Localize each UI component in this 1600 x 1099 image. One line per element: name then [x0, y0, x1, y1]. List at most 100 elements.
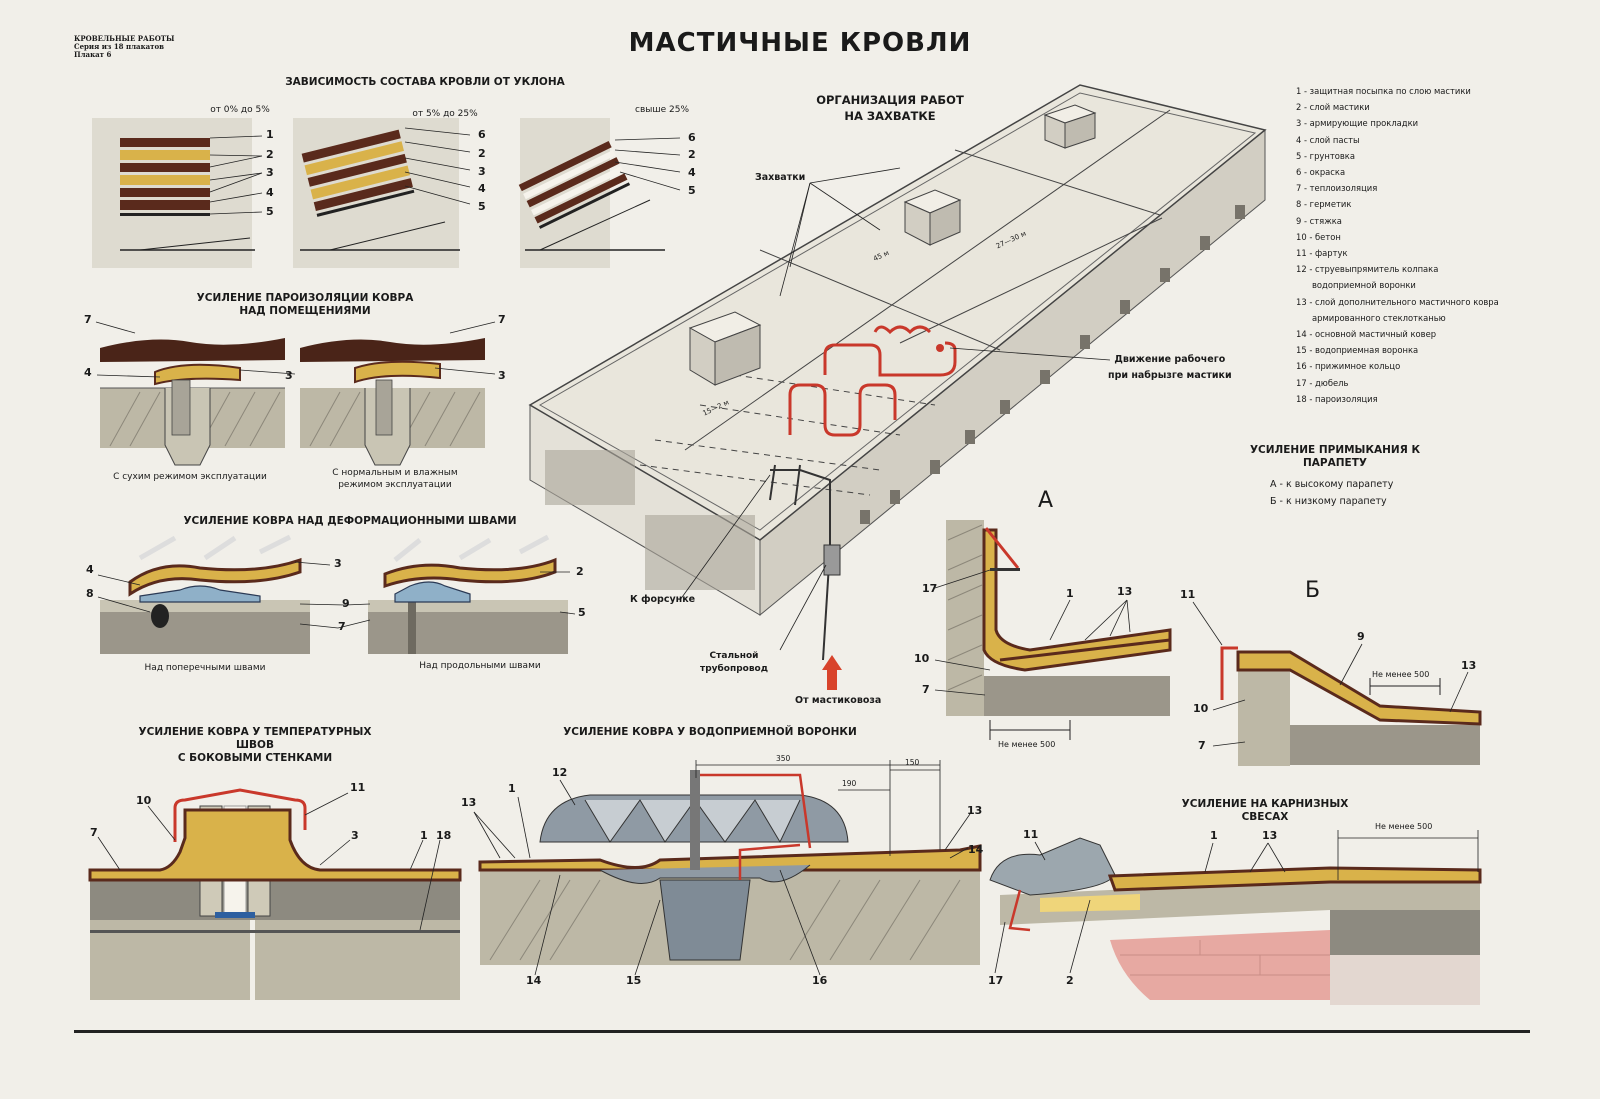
slope-a-label-2: 2 — [266, 148, 274, 161]
legend-item: 13 - слой дополнительного мастичного ков… — [1296, 296, 1499, 307]
legend-item: 1 - защитная посыпка по слою мастики — [1296, 86, 1471, 96]
legend-item: 14 - основной мастичный ковер — [1296, 329, 1437, 340]
deform-label-2: 2 — [576, 565, 584, 578]
bottom-rule — [74, 1030, 1530, 1033]
legend-item: 9 - стяжка — [1296, 215, 1342, 226]
temp-title-line-1: УСИЛЕНИЕ КОВРА У ТЕМПЕРАТУРНЫХ ШВОВ — [138, 726, 372, 751]
legend: 1 - защитная посыпка по слою мастики 2 -… — [1296, 83, 1499, 407]
vapor-title-line-2: НАД ПОМЕЩЕНИЯМИ — [239, 305, 371, 317]
vapor-caption-wet-line-1: С нормальным и влажным — [332, 468, 458, 478]
temp-label-11: 11 — [350, 781, 366, 794]
eaves-label-2: 2 — [1066, 974, 1074, 987]
legend-item: 11 - фартук — [1296, 248, 1348, 259]
slope-b-label-3: 3 — [478, 165, 486, 178]
funnel-label-13-left: 13 — [461, 796, 477, 809]
slope-c-label-5: 5 — [688, 184, 696, 197]
legend-item: 6 - окраска — [1296, 167, 1346, 178]
funnel-label-14-right: 14 — [968, 843, 984, 856]
temp-label-10: 10 — [136, 794, 152, 807]
org-title-line-1: ОРГАНИЗАЦИЯ РАБОТ — [816, 93, 964, 107]
parapet-b-label-11: 11 — [1180, 588, 1196, 601]
slope-c-label-6: 6 — [688, 131, 696, 144]
deform-caption-cross: Над поперечными швами — [144, 663, 266, 673]
vapor-caption-wet: С нормальным и влажным режимом эксплуата… — [305, 467, 485, 491]
org-title-line-2: НА ЗАХВАТКЕ — [844, 109, 936, 123]
slope-b-label-4: 4 — [478, 182, 486, 195]
deform-label-5: 5 — [578, 606, 586, 619]
parapet-b-label-7: 7 — [1198, 739, 1206, 752]
temp-label-1: 1 — [420, 829, 428, 842]
parapet-a-label-1: 1 — [1066, 587, 1074, 600]
slope-c-label-4: 4 — [688, 166, 696, 179]
temp-label-18: 18 — [436, 829, 452, 842]
temp-section-title: УСИЛЕНИЕ КОВРА У ТЕМПЕРАТУРНЫХ ШВОВ С БО… — [120, 726, 390, 765]
legend-item: 4 - слой пасты — [1296, 134, 1360, 145]
parapet-b-label-10: 10 — [1193, 702, 1209, 715]
pipe-label-line-1: Стальной — [709, 651, 759, 661]
parapet-legend: А - к высокому парапету Б - к низкому па… — [1270, 476, 1393, 510]
legend-item: 2 - слой мастики — [1296, 102, 1370, 113]
funnel-label-15: 15 — [626, 974, 642, 987]
deform-caption-long: Над продольными швами — [419, 661, 541, 671]
slope-c-label-2: 2 — [688, 148, 696, 161]
eaves-label-1: 1 — [1210, 829, 1218, 842]
pipe-label: Стальной трубопровод — [700, 650, 768, 676]
eaves-dimension: Не менее 500 — [1375, 822, 1433, 831]
funnel-label-16: 16 — [812, 974, 828, 987]
parapet-letter-b: Б — [1305, 578, 1321, 603]
parapet-a-label-17: 17 — [922, 582, 938, 595]
funnel-label-1: 1 — [508, 782, 516, 795]
slope-a-label-3: 3 — [266, 166, 274, 179]
eaves-label-17: 17 — [988, 974, 1004, 987]
deform-section-title: УСИЛЕНИЕ КОВРА НАД ДЕФОРМАЦИОННЫМИ ШВАМИ — [183, 515, 517, 527]
legend-item: 3 - армирующие прокладки — [1296, 118, 1419, 129]
legend-item: 17 - дюбель — [1296, 377, 1349, 388]
legend-item: армированного стеклотканью — [1312, 312, 1446, 323]
legend-item: 15 - водоприемная воронка — [1296, 345, 1419, 356]
vapor-label-7-right: 7 — [498, 313, 506, 326]
org-section-title: ОРГАНИЗАЦИЯ РАБОТ НА ЗАХВАТКЕ — [790, 92, 990, 124]
vapor-caption-wet-line-2: режимом эксплуатации — [338, 480, 452, 490]
vapor-section-title: УСИЛЕНИЕ ПАРОИЗОЛЯЦИИ КОВРА НАД ПОМЕЩЕНИ… — [175, 292, 435, 318]
worker-motion-label: Движение рабочего при набрызге мастики — [1108, 352, 1232, 384]
slope-section-title: ЗАВИСИМОСТЬ СОСТАВА КРОВЛИ ОТ УКЛОНА — [285, 76, 565, 88]
parapet-legend-b: Б - к низкому парапету — [1270, 496, 1387, 507]
deform-label-7: 7 — [338, 620, 346, 633]
vapor-title-line-1: УСИЛЕНИЕ ПАРОИЗОЛЯЦИИ КОВРА — [196, 292, 414, 304]
page-title: МАСТИЧНЫЕ КРОВЛИ — [628, 28, 972, 58]
slope-b-label-2: 2 — [478, 147, 486, 160]
worker-motion-line-1: Движение рабочего — [1114, 354, 1226, 365]
slope-a-label-5: 5 — [266, 205, 274, 218]
eaves-section-title: УСИЛЕНИЕ НА КАРНИЗНЫХ СВЕСАХ — [1181, 798, 1349, 823]
vapor-label-3-right: 3 — [498, 369, 506, 382]
parapet-b-label-13: 13 — [1461, 659, 1477, 672]
legend-item: 18 - пароизоляция — [1296, 393, 1378, 404]
funnel-label-13-right: 13 — [967, 804, 983, 817]
parapet-b-label-9: 9 — [1357, 630, 1365, 643]
temp-title-line-2: С БОКОВЫМИ СТЕНКАМИ — [177, 752, 333, 764]
parapet-a-label-13: 13 — [1117, 585, 1133, 598]
parapet-a-label-7: 7 — [922, 683, 930, 696]
slope-a-label-1: 1 — [266, 128, 274, 141]
funnel-section-title: УСИЛЕНИЕ КОВРА У ВОДОПРИЕМНОЙ ВОРОНКИ — [563, 726, 857, 738]
legend-item: 7 - теплоизоляция — [1296, 183, 1378, 194]
eaves-label-11: 11 — [1023, 828, 1039, 841]
parapet-a-dimension: Не менее 500 — [998, 740, 1056, 749]
legend-item: 10 - бетон — [1296, 231, 1341, 242]
worker-motion-line-2: при набрызге мастики — [1108, 370, 1232, 381]
series-line-3: Плакат 6 — [74, 50, 112, 59]
slope-b-label-5: 5 — [478, 200, 486, 213]
zahvatki-label: Захватки — [755, 172, 806, 183]
legend-item: 8 - герметик — [1296, 199, 1352, 210]
deform-label-4: 4 — [86, 563, 94, 576]
deform-label-9: 9 — [342, 597, 350, 610]
funnel-dim-350: 350 — [776, 754, 791, 763]
slope-range-3: свыше 25% — [635, 105, 689, 115]
